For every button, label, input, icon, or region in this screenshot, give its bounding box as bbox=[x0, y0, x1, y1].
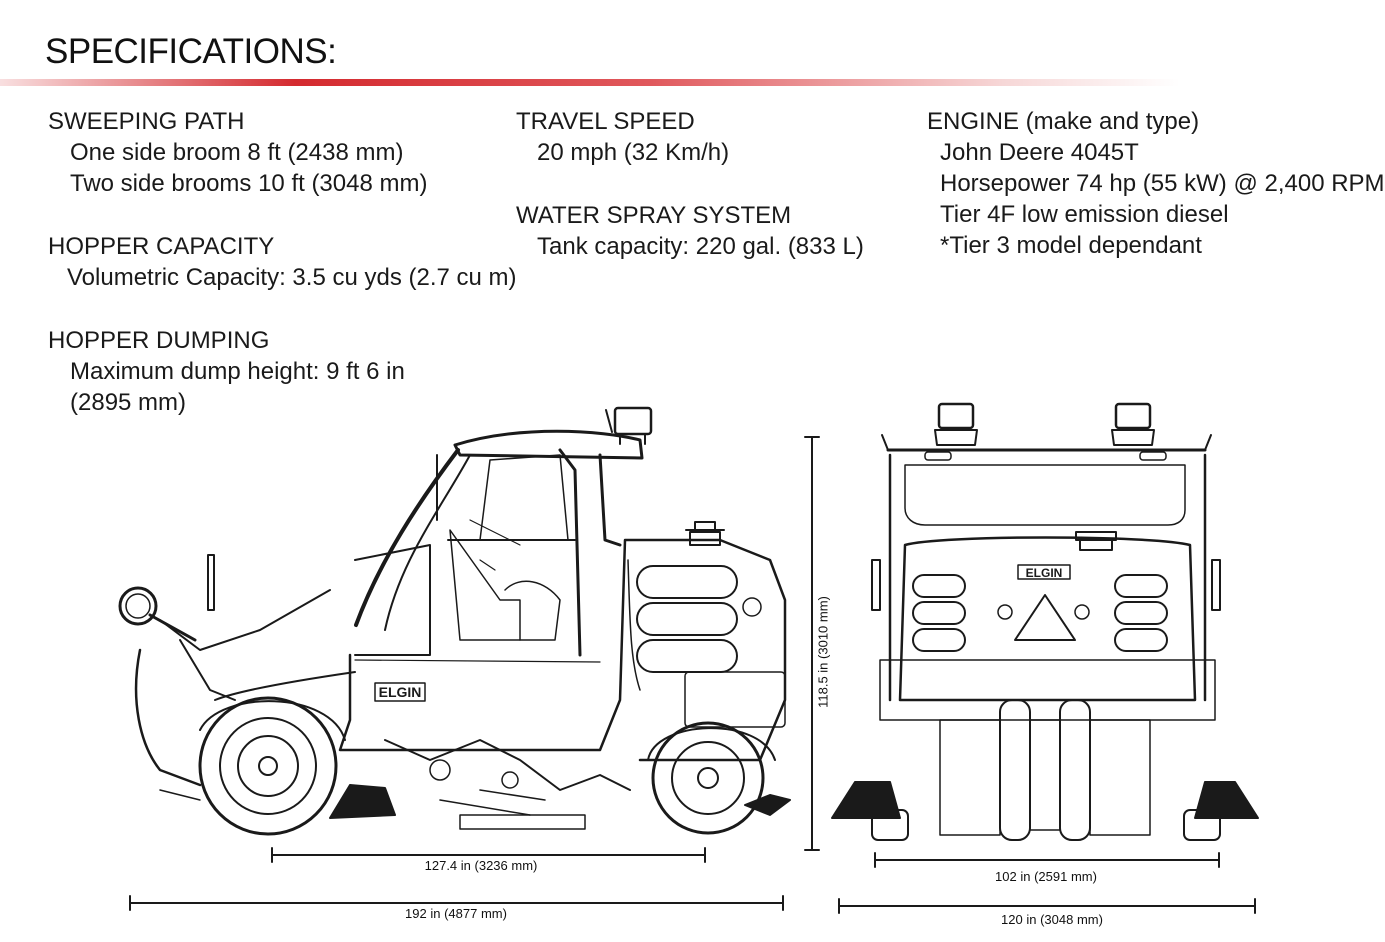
spec-hopper-capacity: HOPPER CAPACITY Volumetric Capacity: 3.5… bbox=[48, 231, 517, 293]
side-plate-logo: ELGIN bbox=[379, 684, 422, 700]
front-plate-logo: ELGIN bbox=[1026, 566, 1063, 580]
page-title: SPECIFICATIONS: bbox=[45, 32, 337, 71]
spec-value: (2895 mm) bbox=[70, 389, 187, 416]
spec-engine: ENGINE (make and type) John Deere 4045T … bbox=[927, 106, 1385, 261]
dim-wheelbase-label: 127.4 in (3236 mm) bbox=[424, 858, 538, 873]
spec-value: *Tier 3 model dependant bbox=[940, 232, 1202, 259]
dimension-lines bbox=[129, 436, 1256, 914]
side-view-sweeper: ELGIN bbox=[118, 406, 791, 836]
spec-value: Two side brooms 10 ft (3048 mm) bbox=[70, 170, 428, 197]
spec-value: Tank capacity: 220 gal. (833 L) bbox=[537, 233, 864, 260]
spec-heading: SWEEPING PATH bbox=[48, 108, 245, 135]
title-rule bbox=[0, 79, 1180, 86]
spec-value: One side broom 8 ft (2438 mm) bbox=[70, 139, 404, 166]
front-view-sweeper: ELGIN bbox=[831, 402, 1259, 841]
spec-value: 20 mph (32 Km/h) bbox=[537, 139, 730, 166]
dim-height-label: 118.5 in (3010 mm) bbox=[815, 596, 831, 708]
spec-heading: TRAVEL SPEED bbox=[516, 108, 695, 135]
spec-water-spray: WATER SPRAY SYSTEM Tank capacity: 220 ga… bbox=[516, 200, 864, 262]
spec-value: Tier 4F low emission diesel bbox=[940, 201, 1229, 228]
spec-hopper-dumping: HOPPER DUMPING Maximum dump height: 9 ft… bbox=[48, 325, 405, 418]
spec-travel-speed: TRAVEL SPEED 20 mph (32 Km/h) bbox=[516, 106, 729, 168]
spec-value: Volumetric Capacity: 3.5 cu yds (2.7 cu … bbox=[67, 264, 517, 291]
dim-overall-width-label: 120 in (3048 mm) bbox=[1001, 912, 1103, 927]
spec-value: Horsepower 74 hp (55 kW) @ 2,400 RPM bbox=[940, 170, 1385, 197]
spec-value: Maximum dump height: 9 ft 6 in bbox=[70, 358, 405, 385]
spec-value: John Deere 4045T bbox=[940, 139, 1139, 166]
spec-heading: HOPPER CAPACITY bbox=[48, 233, 275, 260]
dim-body-width-label: 102 in (2591 mm) bbox=[995, 869, 1097, 884]
dim-overall-length-label: 192 in (4877 mm) bbox=[405, 906, 507, 921]
spec-sweeping-path: SWEEPING PATH One side broom 8 ft (2438 … bbox=[48, 106, 427, 199]
spec-heading: WATER SPRAY SYSTEM bbox=[516, 202, 792, 229]
spec-heading: HOPPER DUMPING bbox=[48, 327, 270, 354]
spec-heading: ENGINE (make and type) bbox=[927, 108, 1200, 135]
